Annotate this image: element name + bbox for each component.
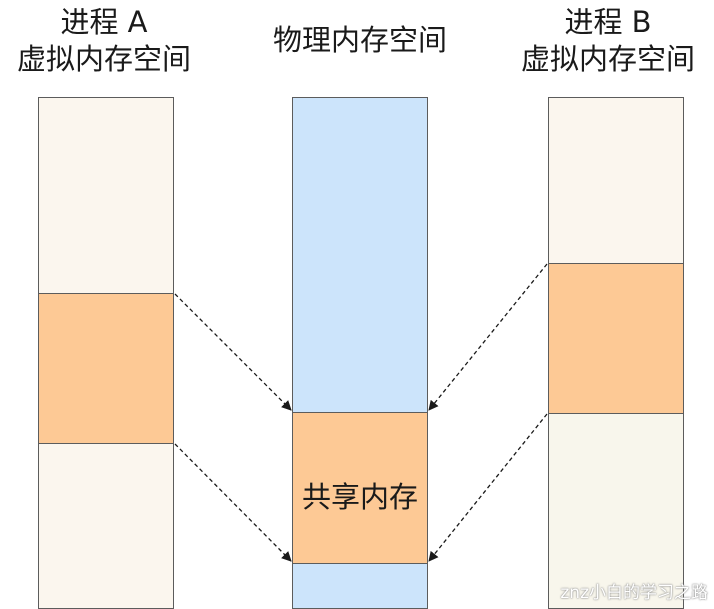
arrow-a-top: [174, 293, 292, 411]
process-b-upper-region: [548, 97, 684, 264]
process-b-lower-region: [548, 413, 684, 609]
physical-upper-region: [292, 97, 428, 413]
process-a-shared-region: [38, 293, 174, 444]
process-a-lower-region: [38, 443, 174, 609]
process-a-title: 进程 A 虚拟内存空间: [8, 4, 200, 78]
shared-memory-region: [292, 412, 428, 564]
process-b-shared-region: [548, 263, 684, 414]
physical-memory-label: 物理内存空间: [272, 23, 447, 57]
arrow-a-bottom: [174, 443, 292, 562]
process-a-subtitle: 虚拟内存空间: [16, 42, 191, 76]
process-b-title: 进程 B 虚拟内存空间: [510, 4, 706, 78]
physical-lower-region: [292, 563, 428, 609]
arrow-b-bottom: [428, 413, 548, 562]
process-b-name: 进程 B: [564, 5, 652, 39]
shared-memory-label: 共享内存: [301, 480, 418, 514]
watermark: znz小白的学习之路: [560, 583, 708, 603]
arrow-b-top: [428, 263, 548, 411]
process-a-upper-region: [38, 97, 174, 294]
process-b-subtitle: 虚拟内存空间: [520, 42, 695, 76]
physical-memory-title: 物理内存空间: [262, 22, 458, 59]
process-a-name: 进程 A: [60, 5, 148, 39]
